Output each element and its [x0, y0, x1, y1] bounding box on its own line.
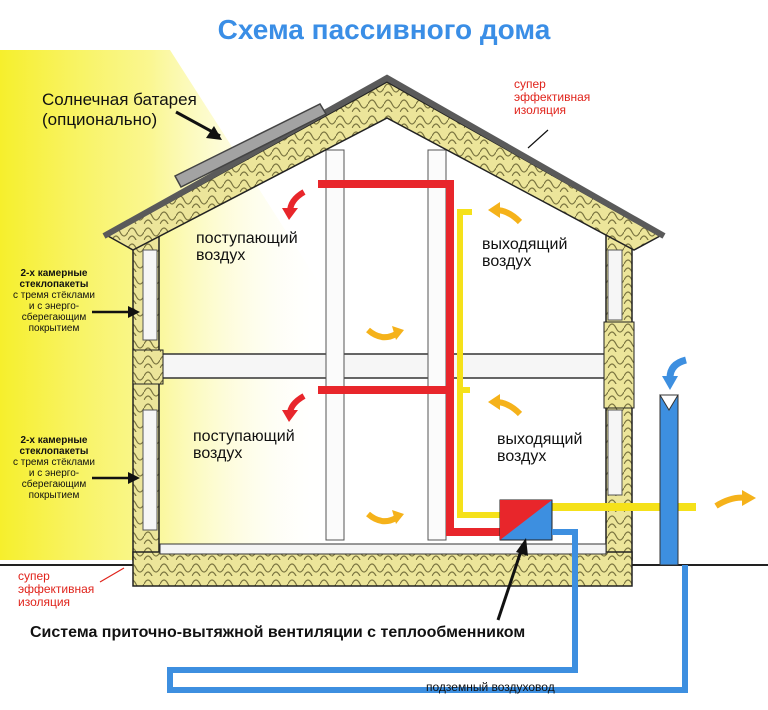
- ground-floor: [159, 543, 607, 555]
- insulation-top-line3: изоляция: [514, 103, 567, 117]
- insulation-top-label: супер эффективная изоляция: [514, 78, 590, 117]
- middle-floor-left-insulation: [132, 349, 164, 385]
- solar-panel-label-line1: Солнечная батарея: [42, 90, 197, 109]
- ventilation-system-caption: Система приточно-вытяжной вентиляции с т…: [30, 624, 526, 641]
- insulation-bottom-arrow: [99, 567, 125, 583]
- exhaust-out-arrow: [714, 494, 747, 509]
- foundation-insulation: [132, 551, 633, 587]
- window-lower-line3: с тремя стёклами: [12, 457, 96, 468]
- window-lower-line5: сберегающим: [21, 479, 87, 490]
- window-lower-line2: стеклопакеты: [19, 446, 89, 457]
- lower-right-room-label: выходящий воздух: [497, 431, 582, 465]
- page-title: Схема пассивного дома: [217, 14, 551, 45]
- room-flow-arrow-lower: [366, 511, 398, 525]
- middle-floor-right-insulation: [603, 321, 635, 409]
- middle-floor: [154, 353, 616, 379]
- column-right: [427, 149, 447, 541]
- insulation-bottom-label: супер эффективная изоляция: [18, 570, 94, 609]
- window-lower-line6: покрытием: [28, 490, 80, 501]
- window-upper-line2: стеклопакеты: [19, 279, 89, 290]
- window-upper-line6: покрытием: [28, 323, 80, 334]
- room-flow-arrowhead-upper: [392, 326, 404, 340]
- lower-left-room-line1: поступающий: [193, 428, 295, 445]
- window-upper-arrowhead: [128, 306, 140, 318]
- caption-arrowhead: [516, 538, 528, 556]
- column-left: [325, 149, 345, 541]
- supply-flow-arrowhead-lower: [282, 410, 298, 422]
- window-upper-left: [142, 249, 158, 341]
- solar-panel-label: Солнечная батарея (опционально): [42, 90, 197, 130]
- window-upper-line5: сберегающим: [21, 312, 87, 323]
- insulation-top-line2: эффективная: [514, 90, 591, 104]
- supply-air-duct: [318, 180, 506, 536]
- intake-flow-arrowhead: [662, 376, 678, 390]
- upper-left-room-line1: поступающий: [196, 230, 298, 247]
- fresh-air-intake-pipe: [659, 394, 679, 566]
- window-upper-label: 2-х камерные стеклопакеты с тремя стёкла…: [6, 268, 102, 334]
- caption-arrow: [496, 547, 524, 621]
- window-lower-arrowhead: [128, 472, 140, 484]
- insulation-bottom-line2: эффективная: [18, 582, 95, 596]
- window-upper-line3: с тремя стёклами: [12, 290, 96, 301]
- upper-left-room-line2: воздух: [196, 247, 246, 264]
- upper-right-room-line2: воздух: [482, 253, 532, 270]
- solar-panel: [173, 103, 328, 188]
- window-lower-line1: 2-х камерные: [20, 435, 88, 446]
- insulation-top-line1: супер: [514, 77, 546, 91]
- lower-left-room-label: поступающий воздух: [193, 428, 295, 462]
- lower-right-room-line1: выходящий: [497, 431, 583, 448]
- fresh-air-intake-cap: [659, 394, 679, 411]
- window-upper-right: [607, 249, 623, 321]
- window-upper-line1: 2-х камерные: [20, 268, 88, 279]
- window-lower-label: 2-х камерные стеклопакеты с тремя стёкла…: [6, 435, 102, 501]
- room-flow-arrowhead-lower: [392, 510, 404, 524]
- underground-duct-path: [167, 529, 688, 693]
- room-flow-arrow-upper: [366, 327, 398, 341]
- insulation-top-arrow: [527, 129, 549, 149]
- lower-right-room-line2: воздух: [497, 448, 547, 465]
- exhaust-flow-arrowhead-lower: [488, 394, 500, 410]
- heat-exchanger-red-half: [500, 500, 552, 540]
- exhaust-flow-arrowhead-upper: [488, 202, 500, 218]
- lower-left-room-line2: воздух: [193, 445, 243, 462]
- upper-right-room-label: выходящий воздух: [482, 236, 567, 270]
- roof-edge: [102, 74, 666, 239]
- insulation-bottom-line1: супер: [18, 569, 50, 583]
- solar-panel-arrowhead: [206, 126, 222, 140]
- window-lower-left: [142, 409, 158, 531]
- solar-panel-label-line2: (опционально): [42, 110, 158, 129]
- window-upper-line4: и с энерго-: [28, 301, 80, 312]
- upper-right-room-line1: выходящий: [482, 236, 568, 253]
- underground-duct-label: подземный воздуховод: [426, 680, 555, 694]
- intake-flow-arrow: [666, 356, 688, 379]
- supply-flow-arrowhead-upper: [282, 208, 298, 220]
- window-lower-right: [607, 409, 623, 496]
- exhaust-out-arrowhead: [742, 490, 756, 506]
- window-lower-line4: и с энерго-: [28, 468, 80, 479]
- roof-insulation: [106, 81, 662, 251]
- exhaust-air-duct: [457, 209, 506, 518]
- insulation-bottom-line3: изоляция: [18, 595, 71, 609]
- upper-left-room-label: поступающий воздух: [196, 230, 298, 264]
